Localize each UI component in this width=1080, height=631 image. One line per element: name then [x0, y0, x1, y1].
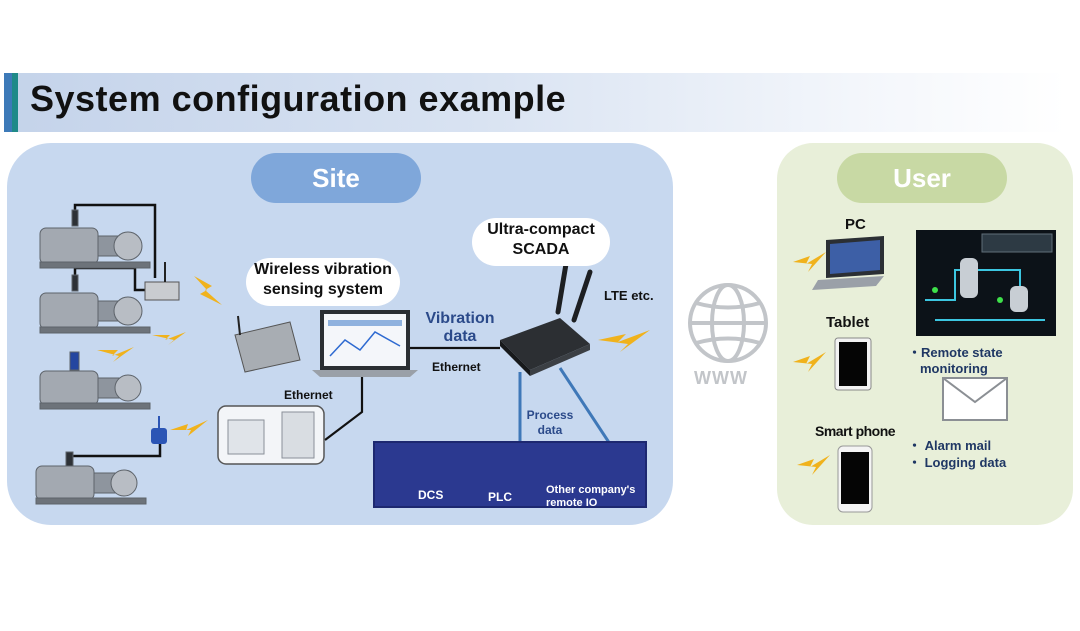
- wireless-system-line-1: Wireless vibration: [254, 261, 392, 278]
- lte-label: LTE etc.: [604, 288, 654, 303]
- title-banner: [4, 73, 1066, 132]
- remote-io-label-1: Other company's: [546, 484, 636, 496]
- wireless-system-label: Wireless vibration sensing system: [246, 258, 400, 306]
- io-gateway-box: [217, 405, 325, 465]
- blue-sensor-icon: [151, 416, 167, 444]
- smartphone-label: Smart phone: [815, 423, 896, 439]
- user-label: User: [837, 153, 1007, 203]
- process-data-line-1: Process: [526, 408, 574, 422]
- motor-pump-2: [39, 274, 151, 334]
- remote-io-label-2: remote IO: [546, 497, 598, 509]
- motor-pump-1: [39, 209, 151, 269]
- pc-label: PC: [845, 216, 866, 233]
- laptop-icon: [312, 310, 418, 377]
- remote-state-line-2: monitoring: [920, 361, 988, 376]
- scada-line-1: Ultra-compact: [487, 221, 595, 238]
- vibration-data-line-1: Vibration: [425, 310, 495, 327]
- title-accent-bar-2: [12, 73, 18, 132]
- smartphone-icon: [837, 445, 873, 513]
- alarm-mail-item: ・ Alarm mail: [908, 438, 992, 453]
- ethernet-wires: [324, 346, 500, 441]
- globe-icon: [688, 283, 768, 363]
- motor-pump-4: [35, 451, 147, 505]
- process-data-line-2: data: [537, 423, 563, 437]
- control-systems-box: [373, 441, 647, 508]
- tablet-icon: [834, 337, 872, 391]
- wireless-gateway-icon: [234, 315, 301, 373]
- wireless-system-line-2: sensing system: [262, 281, 384, 298]
- motor-pump-3: [39, 351, 151, 410]
- sensor-node-icon: [144, 262, 180, 301]
- remote-state-line-1: ・Remote state: [908, 345, 1003, 360]
- logging-data-item: ・ Logging data: [908, 455, 1007, 470]
- tablet-label: Tablet: [826, 314, 870, 331]
- ethernet-label-left: Ethernet: [284, 388, 333, 402]
- monitoring-screen-icon: [916, 230, 1056, 336]
- plc-label: PLC: [488, 490, 512, 504]
- scada-router-icon: [500, 261, 593, 376]
- remote-state-label: ・Remote state monitoring: [908, 345, 1003, 377]
- vibration-data-line-2: data: [443, 328, 477, 345]
- ethernet-label-right: Ethernet: [432, 360, 481, 374]
- scada-line-2: SCADA: [512, 241, 570, 258]
- title-accent-bar: [4, 73, 12, 132]
- pc-icon: [812, 236, 884, 290]
- vibration-data-label: Vibration data: [420, 310, 500, 346]
- www-label: WWW: [694, 368, 748, 388]
- process-data-label: Process data: [522, 408, 578, 438]
- process-data-lines: [518, 367, 612, 445]
- mail-icon: [942, 377, 1008, 421]
- dcs-label: DCS: [418, 488, 444, 502]
- site-label: Site: [251, 153, 421, 203]
- user-features-list: ・ Alarm mail ・ Logging data: [908, 437, 1006, 471]
- page-title: System configuration example: [30, 78, 567, 119]
- scada-label: Ultra-compact SCADA: [472, 218, 610, 266]
- lightning-icons: [97, 252, 830, 475]
